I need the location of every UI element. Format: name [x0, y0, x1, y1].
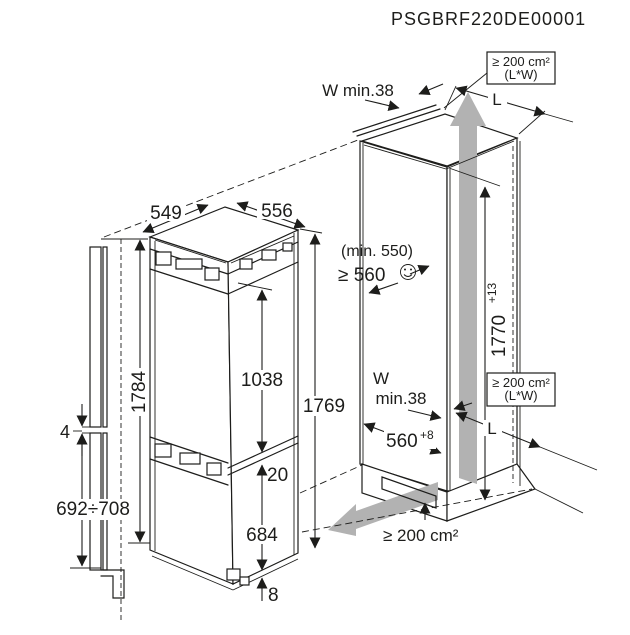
- top-length-value: L: [492, 90, 501, 109]
- niche-isometric-view: ≥ 200 cm² (L*W) W min.38 L (min. 550) ≥ …: [322, 51, 598, 545]
- model-number: PSGBRF220DE00001: [391, 9, 586, 29]
- panel-total-height-value: 1784: [129, 370, 150, 413]
- niche-depth-dimension: (min. 550) ≥ 560: [338, 243, 430, 295]
- panel-gap-dimension: 4: [60, 404, 90, 456]
- niche-interior: [446, 137, 518, 492]
- appliance-isometric-view: 549 556 1038 20 684 8: [142, 201, 347, 606]
- upper-appliance-door: [102, 246, 108, 428]
- niche-depth-value: ≥ 560: [338, 265, 385, 286]
- bottom-vent-label: ≥ 200 cm²: [383, 502, 459, 545]
- niche-height-value: 1770: [489, 315, 510, 357]
- mid-vent-area: ≥ 200 cm²: [492, 375, 550, 390]
- lower-panel-height-dimension: 692÷708: [54, 433, 132, 567]
- door-gap-value: 20: [267, 465, 288, 486]
- top-length-dimension: L: [444, 85, 574, 135]
- bottom-vent-area: ≥ 200 cm²: [383, 526, 459, 545]
- niche-depth-note: (min. 550): [341, 243, 413, 260]
- mid-vent-label: ≥ 200 cm² (L*W): [486, 372, 556, 407]
- top-hinge-rail: [149, 241, 299, 295]
- plinth-vent-slot: [381, 476, 437, 509]
- bottom-gap-value: 8: [268, 585, 279, 606]
- niche-height-tolerance: +13: [485, 282, 499, 303]
- bottom-length-value: L: [487, 419, 496, 438]
- top-clearance-value: W min.38: [322, 81, 394, 100]
- lower-door-height-dimension: 684: [241, 464, 283, 571]
- top-vent-area: ≥ 200 cm²: [492, 54, 550, 69]
- lower-panel-height-value: 692÷708: [56, 499, 130, 520]
- top-vent-formula: (L*W): [504, 67, 537, 82]
- rear-clearance-value: min.38: [375, 389, 426, 408]
- appliance-height-dimension: 1769: [299, 228, 347, 549]
- niche-width-value: 560: [386, 431, 418, 452]
- appliance-depth-value: 549: [150, 203, 182, 224]
- appliance-depth-dimension: 549: [142, 203, 209, 234]
- bottom-length-dimension: L: [455, 411, 598, 471]
- upper-door-height-dimension: 1038: [237, 282, 284, 453]
- appliance-front-face: [149, 236, 234, 585]
- rear-clearance-dimension: W min.38: [373, 369, 473, 421]
- airflow-intake-arrowhead: [328, 504, 356, 536]
- niche-width-dimension: 560 +8: [363, 422, 442, 455]
- airflow-up-arrowhead: [450, 92, 486, 126]
- niche-width-tolerance: +8: [420, 428, 434, 442]
- lower-door-height-value: 684: [246, 525, 278, 546]
- appliance-height-value: 1769: [303, 396, 345, 417]
- appliance-width-value: 556: [261, 201, 293, 222]
- appliance-width-dimension: 556: [236, 201, 306, 229]
- top-vent-box: [486, 51, 556, 85]
- door-panel-side-view: 4 692÷708 1784: [54, 238, 152, 622]
- panel-gap-value: 4: [60, 422, 70, 442]
- projection-lines-bottom: [299, 464, 533, 533]
- top-clearance-dimension: W min.38: [322, 81, 444, 111]
- floor-line: [534, 488, 584, 514]
- upper-door-height-value: 1038: [241, 370, 283, 391]
- upper-door-panel: [89, 246, 102, 428]
- airflow-intake-arrow: [328, 482, 438, 536]
- mid-vent-box: [486, 372, 556, 407]
- mid-vent-formula: (L*W): [504, 388, 537, 403]
- top-vent-label: ≥ 200 cm² (L*W): [443, 51, 556, 109]
- rear-clearance-w: W: [373, 369, 389, 388]
- appliance-bottom: [151, 555, 299, 591]
- wall-top-edge: [352, 104, 437, 133]
- bottom-gap-dimension: 8: [256, 577, 279, 606]
- panel-total-height-dimension: 1784: [101, 238, 152, 544]
- plinth-step: [100, 569, 125, 599]
- middle-hinge-rail: [149, 435, 299, 486]
